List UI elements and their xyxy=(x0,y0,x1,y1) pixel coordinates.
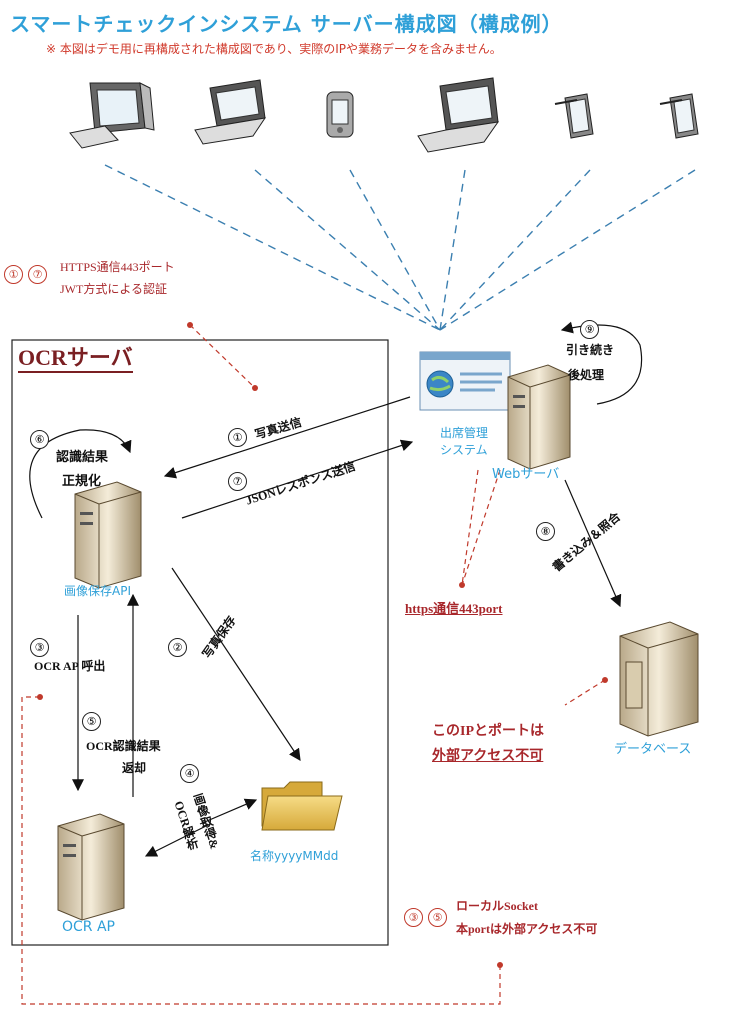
step-5: ⑤ xyxy=(82,710,101,731)
step-4: ④ xyxy=(180,762,199,783)
socket-note-line1: ローカルSocket xyxy=(456,899,538,913)
phone-icon xyxy=(326,91,354,138)
step-number: ③ xyxy=(404,908,423,927)
step-2: ② xyxy=(168,636,187,657)
laptop-icon xyxy=(194,79,267,145)
step-number: ③ xyxy=(30,638,49,657)
tablet-icon xyxy=(659,93,699,139)
flow-arrows xyxy=(29,321,643,857)
database-server-icon xyxy=(619,621,699,737)
tablet-icon xyxy=(554,93,594,139)
ocr-ap-server-icon xyxy=(57,813,125,921)
web-app-label: システム xyxy=(440,443,488,457)
folder-label: 名称yyyyMMdd xyxy=(250,849,339,863)
db-note-line2: 外部アクセス不可 xyxy=(432,749,544,764)
page-subtitle: ※ 本図はデモ用に再構成された構成図であり、実際のIPや業務データを含みません。 xyxy=(46,42,502,56)
note-connectors xyxy=(21,324,606,1005)
step-number: ① xyxy=(4,265,23,284)
client-connections xyxy=(104,164,696,331)
step-6-label: 正規化 xyxy=(62,473,102,488)
step-number: ⑥ xyxy=(30,430,49,449)
step-9-label: 引き続き xyxy=(566,343,615,357)
socket-note-line2: 本portは外部アクセス不可 xyxy=(456,922,598,936)
page-title: スマートチェックインシステム サーバー構成図（構成例） xyxy=(10,12,563,36)
https-port-note: https通信443port xyxy=(405,601,503,616)
socket-note-numbers: ③ ⑤ xyxy=(404,906,448,927)
web-app-label: 出席管理 xyxy=(440,426,489,440)
step-9: ⑨ xyxy=(580,318,599,339)
database-label: データベース xyxy=(614,742,692,757)
step-number: ⑦ xyxy=(28,265,48,284)
step-5-label: 返却 xyxy=(122,761,147,775)
step-number: ⑨ xyxy=(580,320,599,339)
step-9-label: 後処理 xyxy=(568,368,605,382)
https-note-line1: HTTPS通信443ポート xyxy=(60,260,175,274)
folder-icon xyxy=(261,781,343,831)
step-3-label: OCR AP 呼出 xyxy=(34,659,106,673)
ocr-server-box xyxy=(11,339,389,946)
step-number: ② xyxy=(168,638,187,657)
step-number: ⑤ xyxy=(82,712,101,731)
step-6: ⑥ xyxy=(30,428,49,449)
step-3: ③ xyxy=(30,636,49,657)
web-server-icon xyxy=(507,364,571,470)
step-number: ⑤ xyxy=(428,908,448,927)
web-server-label: Webサーバ xyxy=(492,467,560,482)
step-number: ④ xyxy=(180,764,199,783)
https-note-line2: JWT方式による認証 xyxy=(60,282,167,296)
step-5-label: OCR認識結果 xyxy=(86,739,161,753)
image-api-server-icon xyxy=(74,481,142,589)
step-number: ① xyxy=(228,428,247,447)
step-8: ⑧ xyxy=(536,520,555,541)
image-api-label: 画像保存API xyxy=(64,584,131,598)
laptop-icon xyxy=(417,77,500,153)
https-note-numbers: ① ⑦ xyxy=(4,263,48,284)
step-1: ① xyxy=(228,426,247,447)
ocr-server-title: OCRサーバ xyxy=(18,345,133,373)
db-note-line1: このIPとポートは xyxy=(432,724,544,739)
step-number: ⑦ xyxy=(228,472,247,491)
web-app-window-icon xyxy=(419,351,511,411)
step-number: ⑧ xyxy=(536,522,555,541)
ocr-ap-label: OCR AP xyxy=(62,919,115,935)
step-7: ⑦ xyxy=(228,470,247,491)
desktop-pc-icon xyxy=(69,82,155,149)
step-6-label: 認識結果 xyxy=(56,449,109,464)
